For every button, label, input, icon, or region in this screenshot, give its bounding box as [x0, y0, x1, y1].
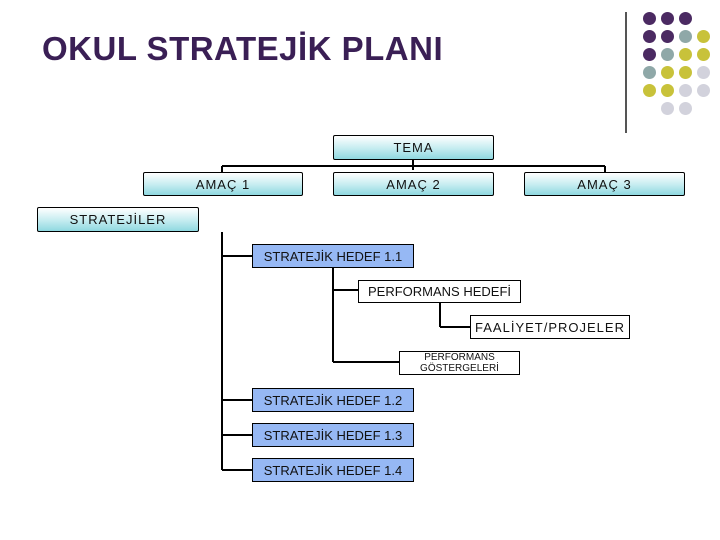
gostergeler-line-2: GÖSTERGELERİ: [420, 363, 499, 374]
dot-light: [679, 102, 692, 115]
node-stratejik-hedef-1-4: STRATEJİK HEDEF 1.4: [252, 458, 414, 482]
dot-purple: [661, 30, 674, 43]
dot-olive: [697, 48, 710, 61]
dot-olive: [661, 66, 674, 79]
node-performans-hedefi: PERFORMANS HEDEFİ: [358, 280, 521, 303]
vertical-divider: [625, 12, 627, 133]
node-stratejiler: STRATEJİLER: [37, 207, 199, 232]
dot-olive: [643, 84, 656, 97]
node-performans-gostergeleri: PERFORMANS GÖSTERGELERİ: [399, 351, 520, 375]
gostergeler-line-1: PERFORMANS: [424, 352, 495, 363]
dot-olive: [697, 30, 710, 43]
dot-light: [697, 84, 710, 97]
dot-light: [679, 84, 692, 97]
node-amac-1: AMAÇ 1: [143, 172, 303, 196]
dot-olive: [661, 84, 674, 97]
dot-teal: [643, 66, 656, 79]
dot-light: [661, 102, 674, 115]
node-stratejik-hedef-1-1: STRATEJİK HEDEF 1.1: [252, 244, 414, 268]
node-amac-2: AMAÇ 2: [333, 172, 494, 196]
dot-purple: [679, 12, 692, 25]
node-tema: TEMA: [333, 135, 494, 160]
dot-purple: [661, 12, 674, 25]
page-title: OKUL STRATEJİK PLANI: [42, 30, 444, 67]
node-amac-3: AMAÇ 3: [524, 172, 685, 196]
node-stratejik-hedef-1-2: STRATEJİK HEDEF 1.2: [252, 388, 414, 412]
dot-teal: [661, 48, 674, 61]
node-faaliyet-projeler: FAALİYET/PROJELER: [470, 315, 630, 339]
dot-purple: [643, 30, 656, 43]
dot-olive: [679, 66, 692, 79]
dot-purple: [643, 12, 656, 25]
dot-purple: [643, 48, 656, 61]
dot-light: [697, 66, 710, 79]
node-stratejik-hedef-1-3: STRATEJİK HEDEF 1.3: [252, 423, 414, 447]
dot-teal: [679, 30, 692, 43]
dot-olive: [679, 48, 692, 61]
